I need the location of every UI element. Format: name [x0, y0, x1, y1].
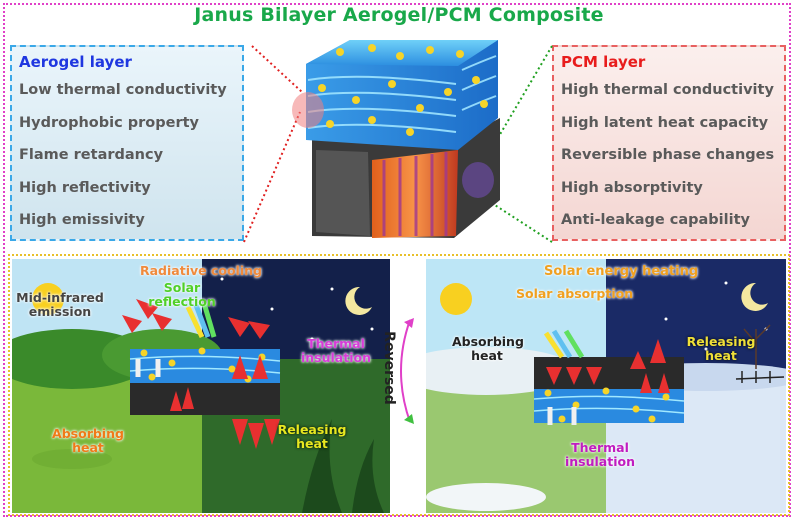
connector-aerogel-top: [251, 45, 303, 93]
pcm-item: High absorptivity: [561, 179, 703, 196]
moon-icon: [741, 282, 768, 311]
composite-cube-illustration: [243, 40, 553, 243]
heating-scene-background: [426, 259, 786, 513]
bottom-scenes-frame: [8, 254, 790, 516]
connector-aerogel: [243, 111, 301, 243]
radiative-cooling-label: Radiative cooling: [140, 263, 262, 278]
reversed-arrow-icon: [400, 318, 414, 424]
solar-energy-heating-label: Solar energy heating: [544, 264, 699, 279]
releasing-heat-cooling-label: Releasing heat: [277, 422, 347, 451]
thermal-insulation-heating-label: Thermal insulation: [565, 440, 635, 469]
aerogel-item: Hydrophobic property: [19, 114, 199, 131]
moon-icon: [345, 286, 372, 315]
absorbing-heat-heating-label: Absorbing heat: [452, 334, 524, 363]
aerogel-item: Flame retardancy: [19, 147, 164, 163]
thermal-insulation-cooling-label: Thermal insulation: [301, 336, 371, 365]
aerogel-item: High reflectivity: [19, 179, 151, 196]
reversed-indicator: Reversed: [381, 316, 416, 426]
pcm-item: Reversible phase changes: [561, 147, 775, 163]
pcm-block-side: [316, 150, 370, 236]
solar-absorption-label: Solar absorption: [516, 286, 634, 301]
aerogel-layer-box: Aerogel layer Low thermal conductivity H…: [10, 45, 244, 241]
heating-scene: Solar energy heating Solar absorption Ab…: [426, 259, 786, 513]
cooling-scene-background: [12, 259, 390, 513]
sun-icon: [32, 283, 64, 315]
reversed-label: Reversed: [380, 331, 397, 405]
pcm-layer-box: PCM layer High thermal conductivity High…: [552, 45, 786, 241]
releasing-heat-heating-label: Releasing heat: [686, 334, 756, 363]
aerogel-item: High emissivity: [19, 212, 145, 228]
outer-frame: [3, 3, 791, 517]
mid-infrared-emission-label: Mid-infrared emission: [16, 290, 104, 319]
figure-title: Janus Bilayer Aerogel/PCM Composite: [194, 4, 604, 26]
aerogel-heading: Aerogel layer: [19, 53, 132, 71]
solar-reflection-label: Solar reflection: [148, 280, 216, 309]
pcm-item: Anti-leakage capability: [561, 212, 750, 228]
cooling-scene: Radiative cooling Solar reflection Mid-i…: [12, 259, 390, 513]
aerogel-item: Low thermal conductivity: [19, 82, 227, 98]
absorbing-heat-cooling-label: Absorbing heat: [52, 426, 124, 455]
pcm-heading: PCM layer: [561, 53, 646, 71]
pcm-item: High latent heat capacity: [561, 114, 769, 131]
sun-icon: [440, 283, 472, 315]
connector-pcm: [483, 197, 553, 243]
pcm-item: High thermal conductivity: [561, 82, 774, 98]
